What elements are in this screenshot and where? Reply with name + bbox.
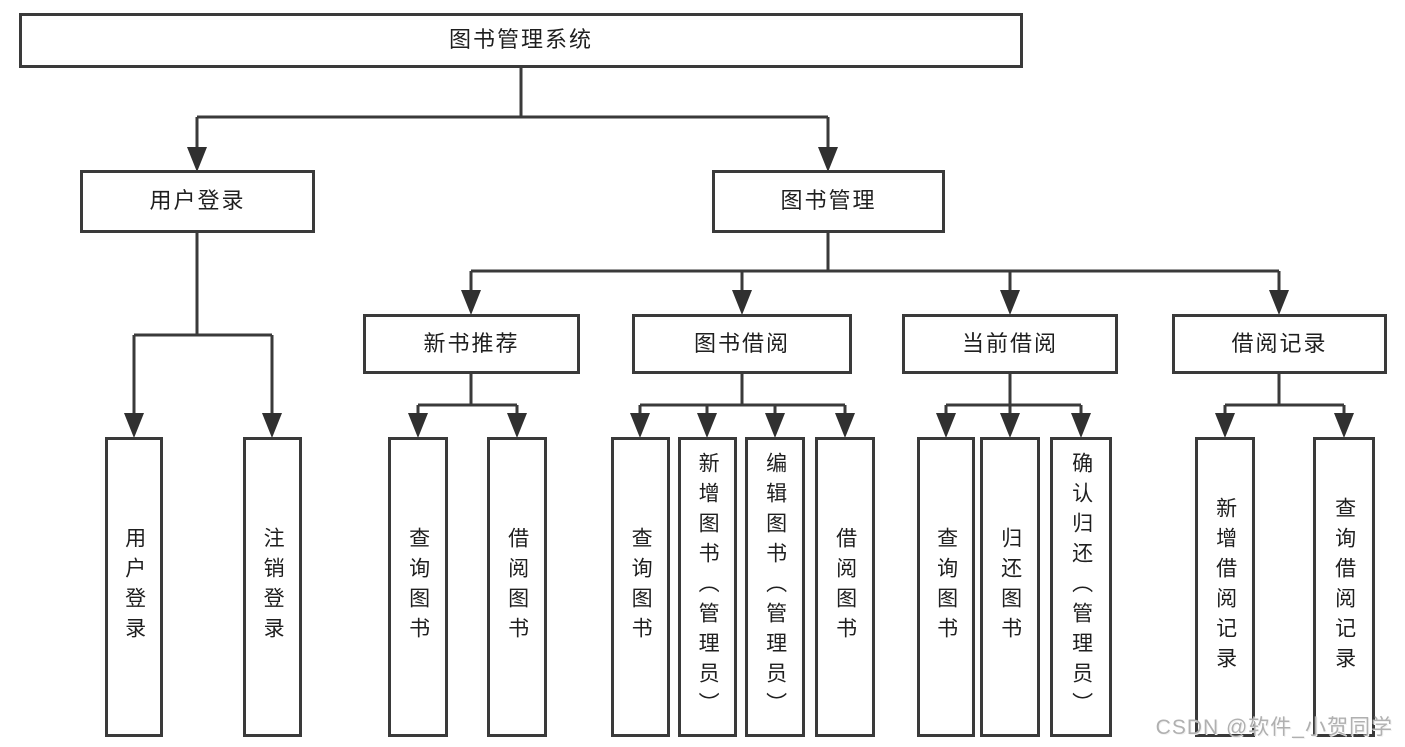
- leaf-user-login: 用户登录: [105, 437, 163, 737]
- leaf-return-book: 归还图书: [980, 437, 1040, 737]
- leaf-query-borrow-record: 查询借阅记录: [1313, 437, 1375, 737]
- leaf-add-book-admin: 新增图书（管理员）: [678, 437, 737, 737]
- leaf-borrow-books-recommend: 借阅图书: [487, 437, 547, 737]
- watermark-csdn: CSDN @软件_小贺同学: [1155, 716, 1393, 739]
- leaf-query-books-recommend: 查询图书: [388, 437, 448, 737]
- leaf-edit-book-admin: 编辑图书（管理员）: [745, 437, 805, 737]
- branch-user-login: 用户登录: [80, 170, 315, 233]
- branch-book-management: 图书管理: [712, 170, 945, 233]
- leaf-add-borrow-record: 新增借阅记录: [1195, 437, 1255, 737]
- section-book-borrowing: 图书借阅: [632, 314, 852, 374]
- leaf-borrow-books-borrowing: 借阅图书: [815, 437, 875, 737]
- leaf-logout: 注销登录: [243, 437, 302, 737]
- node-root: 图书管理系统: [19, 13, 1023, 68]
- leaf-query-books-borrowing: 查询图书: [611, 437, 670, 737]
- section-borrow-records: 借阅记录: [1172, 314, 1387, 374]
- leaf-confirm-return-admin: 确认归还（管理员）: [1050, 437, 1112, 737]
- section-new-book-recommend: 新书推荐: [363, 314, 580, 374]
- section-current-borrowing: 当前借阅: [902, 314, 1118, 374]
- leaf-query-books-current: 查询图书: [917, 437, 975, 737]
